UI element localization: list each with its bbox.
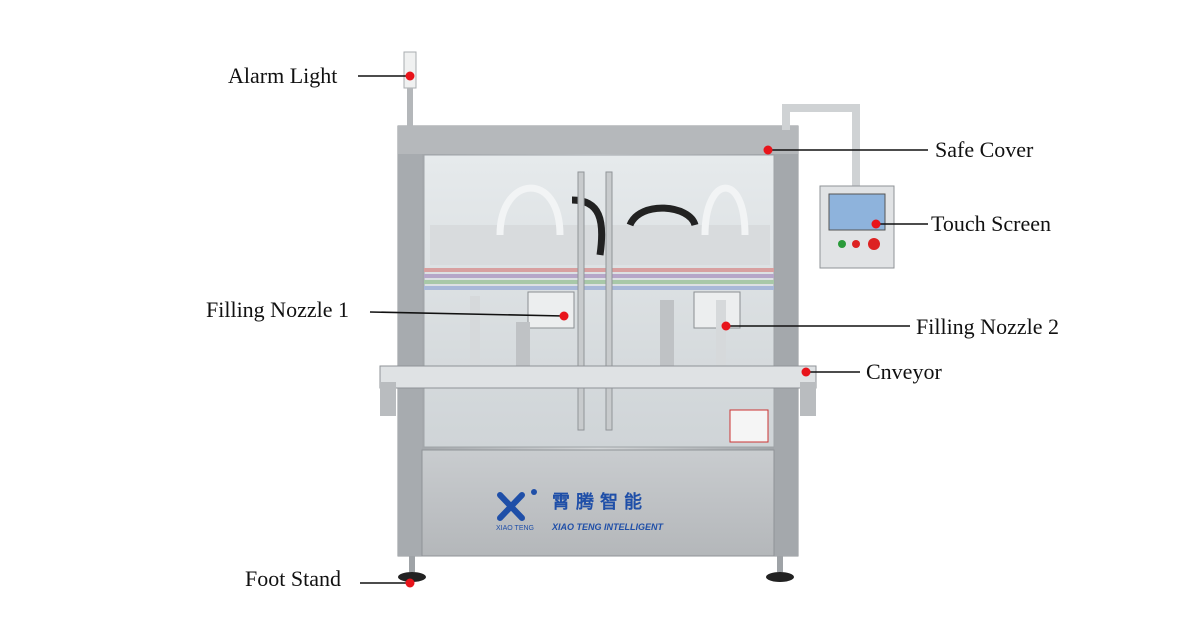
marker-conveyor: [801, 367, 811, 377]
cable-chain-right: [626, 204, 699, 227]
frame-top-beam: [398, 126, 798, 154]
label-safe-cover: Safe Cover: [935, 137, 1034, 162]
foot-left: [398, 556, 426, 582]
color-stripe-blue: [424, 286, 774, 290]
door-handle-left: [577, 171, 585, 431]
conveyor-left-end: [380, 382, 396, 416]
conveyor-rail: [379, 365, 817, 389]
label-conveyor: Cnveyor: [866, 359, 942, 384]
brand-name-en: XIAO TENG INTELLIGENT: [551, 522, 665, 532]
frame-right-post: [774, 126, 798, 556]
cylinder-left-2: [516, 322, 530, 370]
marker-alarm-light: [405, 71, 415, 81]
alarm-light-tower: [403, 51, 417, 126]
label-foot-stand: Foot Stand: [245, 566, 341, 591]
marker-filling-nozzle-1: [559, 311, 569, 321]
frame-left-post: [398, 126, 422, 556]
color-stripe-red: [424, 268, 774, 272]
label-filling-nozzle-2: Filling Nozzle 2: [916, 314, 1059, 339]
marker-filling-nozzle-2: [721, 321, 731, 331]
label-filling-nozzle-1: Filling Nozzle 1: [206, 297, 349, 322]
marker-touch-screen: [871, 219, 881, 229]
hose-right: [701, 184, 749, 236]
color-stripe-green: [424, 280, 774, 284]
lower-cabinet: [421, 449, 775, 557]
callout-markers: [405, 71, 881, 588]
red-button-icon: [852, 240, 860, 248]
brand-name-small: XIAO TENG: [496, 525, 534, 532]
cylinder-right-1: [660, 300, 674, 366]
marker-safe-cover: [763, 145, 773, 155]
warning-sticker: [729, 409, 769, 443]
green-button-icon: [838, 240, 846, 248]
conveyor-right-end: [800, 382, 816, 416]
leader-filling-nozzle-1: [369, 311, 565, 317]
cylinder-left-1: [470, 296, 480, 366]
leader-lines: [358, 75, 928, 584]
nozzle-assembly-1: [527, 291, 575, 329]
label-alarm-light: Alarm Light: [228, 63, 338, 88]
emergency-stop-icon: [868, 238, 880, 250]
foot-right: [766, 556, 794, 582]
touch-screen-arm: [782, 104, 860, 186]
cylinder-right-2: [716, 300, 726, 366]
brand-name-cn: 霄腾智能: [552, 491, 648, 512]
door-handle-right: [605, 171, 613, 431]
marker-foot-stand: [405, 578, 415, 588]
hose-left: [496, 184, 564, 236]
brand-logo-icon: [497, 489, 537, 521]
label-touch-screen: Touch Screen: [931, 211, 1052, 236]
color-stripe-purple: [424, 274, 774, 278]
